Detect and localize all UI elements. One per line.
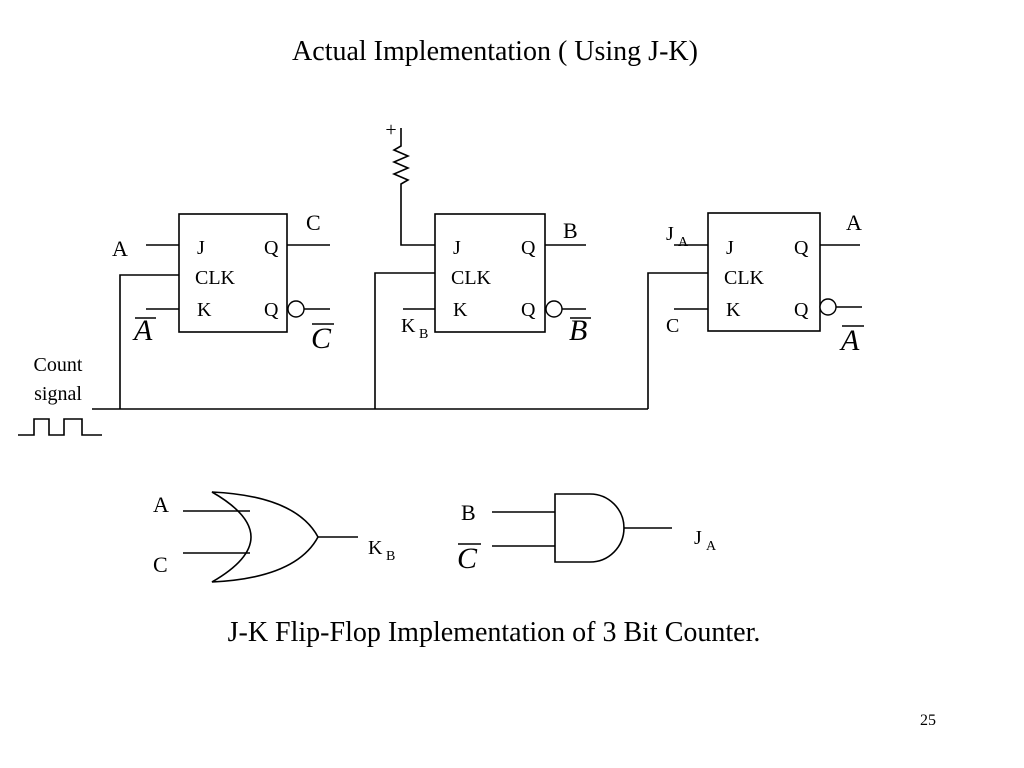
or-gate-input-1-label: A xyxy=(153,492,169,517)
flipflop-3-q-output-label: A xyxy=(846,210,862,235)
flipflop-2-k-label: K xyxy=(453,299,468,321)
count-signal-label-line1: Count xyxy=(34,354,83,376)
flipflop-1-q-label: Q xyxy=(264,237,279,259)
clock-wire-ff2 xyxy=(374,272,435,409)
clock-bus: Count signal xyxy=(18,272,708,436)
or-gate-output-subscript: B xyxy=(386,549,395,564)
or-gate-output-label: K xyxy=(368,537,383,559)
flipflop-3-j-input-subscript: A xyxy=(678,235,689,250)
count-signal-label-line2: signal xyxy=(34,383,82,405)
flipflop-3-body xyxy=(707,212,821,332)
diagram-caption: J-K Flip-Flop Implementation of 3 Bit Co… xyxy=(228,617,761,648)
clock-wire-ff3 xyxy=(647,272,708,409)
flipflop-2-qbar-label: Q xyxy=(521,299,536,321)
flipflop-1-q-output-label: C xyxy=(306,210,321,235)
flipflop-3-q-label: Q xyxy=(794,237,809,259)
slide-title: Actual Implementation ( Using J-K) xyxy=(292,36,698,67)
and-gate-input-2-label: C xyxy=(457,542,478,575)
flipflop-2-qbar-output-label: B xyxy=(569,314,587,347)
flipflop-1-j-input-label: A xyxy=(112,236,128,261)
flipflop-3-j-label: J xyxy=(726,237,734,259)
flipflop-1-k-label: K xyxy=(197,299,212,321)
flipflop-3-clk-label: CLK xyxy=(724,267,765,289)
flipflop-1-j-label: J xyxy=(197,237,205,259)
flipflop-3-k-input-label: C xyxy=(666,315,679,337)
flipflop-3-qbar-bubble xyxy=(819,298,837,316)
flipflop-2-k-input-subscript: B xyxy=(419,327,428,342)
clock-wire-ff1 xyxy=(119,274,179,409)
flipflop-2-clk-label: CLK xyxy=(451,267,492,289)
and-gate-output-label: J xyxy=(694,527,702,549)
flipflop-2-k-input-label: K xyxy=(401,315,416,337)
flipflop-2-q-label: Q xyxy=(521,237,536,259)
and-gate-input-1-label: B xyxy=(461,500,476,525)
or-gate: A C K B xyxy=(153,491,395,583)
flipflop-3: J Q CLK K Q J A C A A xyxy=(666,210,864,357)
flipflop-3-qbar-label: Q xyxy=(794,299,809,321)
supply-plus-label: + xyxy=(385,119,396,141)
flipflop-2-q-output-label: B xyxy=(563,218,578,243)
or-gate-body xyxy=(211,491,319,583)
and-gate-body xyxy=(554,493,625,563)
flipflop-1-qbar-label: Q xyxy=(264,299,279,321)
or-gate-input-2-label: C xyxy=(153,552,168,577)
flipflop-1: J Q CLK K Q A A C C xyxy=(112,210,334,355)
flipflop-1-qbar-bubble xyxy=(287,300,305,318)
flipflop-1-qbar-output-label: C xyxy=(311,322,332,355)
flipflop-1-body xyxy=(178,213,288,333)
flipflop-2: J Q CLK K Q B K B B xyxy=(401,213,591,347)
resistor-wire xyxy=(391,128,435,246)
square-wave-icon xyxy=(18,418,102,436)
flipflop-2-j-label: J xyxy=(453,237,461,259)
flipflop-3-j-input-label: J xyxy=(666,223,674,245)
and-gate-output-subscript: A xyxy=(706,539,717,554)
page-number: 25 xyxy=(920,712,936,729)
pullup-resistor: + xyxy=(385,119,435,246)
and-gate: B C J A xyxy=(457,493,717,575)
flipflop-3-qbar-output-label: A xyxy=(839,324,860,357)
flipflop-1-clk-label: CLK xyxy=(195,267,236,289)
flipflop-1-k-input-label: A xyxy=(132,314,153,347)
flipflop-2-qbar-bubble xyxy=(545,300,563,318)
flipflop-3-k-label: K xyxy=(726,299,741,321)
